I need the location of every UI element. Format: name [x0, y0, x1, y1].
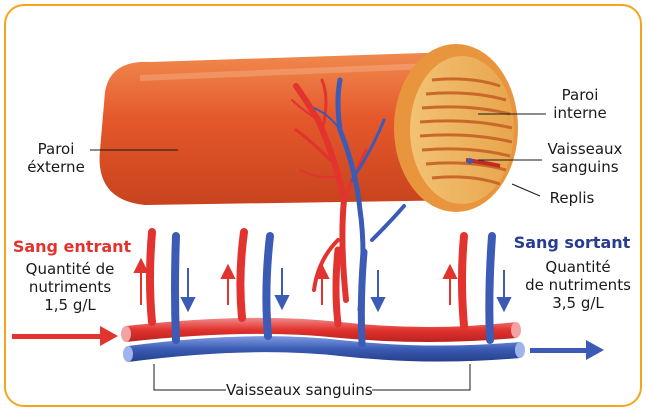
label-quantite-entrant: Quantité de nutriments 1,5 g/L: [14, 260, 126, 314]
label-quantite-sortant: Quantité de nutriments 3,5 g/L: [520, 258, 636, 312]
label-vaisseaux-sanguins-bottom: Vaisseaux sanguins: [226, 381, 372, 399]
label-quantite-entrant-value: 1,5 g/L: [14, 296, 126, 314]
label-quantite-sortant-line2: de nutriments: [520, 276, 636, 294]
intestine-tube: [100, 44, 518, 212]
label-paroi-externe: Paroi éxterne: [18, 140, 94, 176]
label-paroi-interne-line1: Paroi: [550, 86, 610, 104]
label-paroi-externe-line1: Paroi: [18, 140, 94, 158]
label-sang-sortant: Sang sortant: [508, 234, 636, 252]
label-sang-entrant: Sang entrant: [8, 238, 136, 256]
label-quantite-sortant-value: 3,5 g/L: [520, 294, 636, 312]
label-vaisseaux-line1: Vaisseaux: [540, 140, 630, 158]
arrow-out-icon: [530, 340, 604, 360]
label-paroi-interne: Paroi interne: [550, 86, 610, 122]
label-replis: Replis: [542, 189, 602, 207]
label-paroi-interne-line2: interne: [550, 104, 610, 122]
label-vaisseaux-line2: sanguins: [540, 158, 630, 176]
label-quantite-entrant-line2: nutriments: [14, 278, 126, 296]
label-quantite-sortant-line1: Quantité: [520, 258, 636, 276]
label-vaisseaux-sanguins-right: Vaisseaux sanguins: [540, 140, 630, 176]
arrow-in-icon: [12, 326, 118, 346]
label-quantite-entrant-line1: Quantité de: [14, 260, 126, 278]
label-paroi-externe-line2: éxterne: [18, 158, 94, 176]
